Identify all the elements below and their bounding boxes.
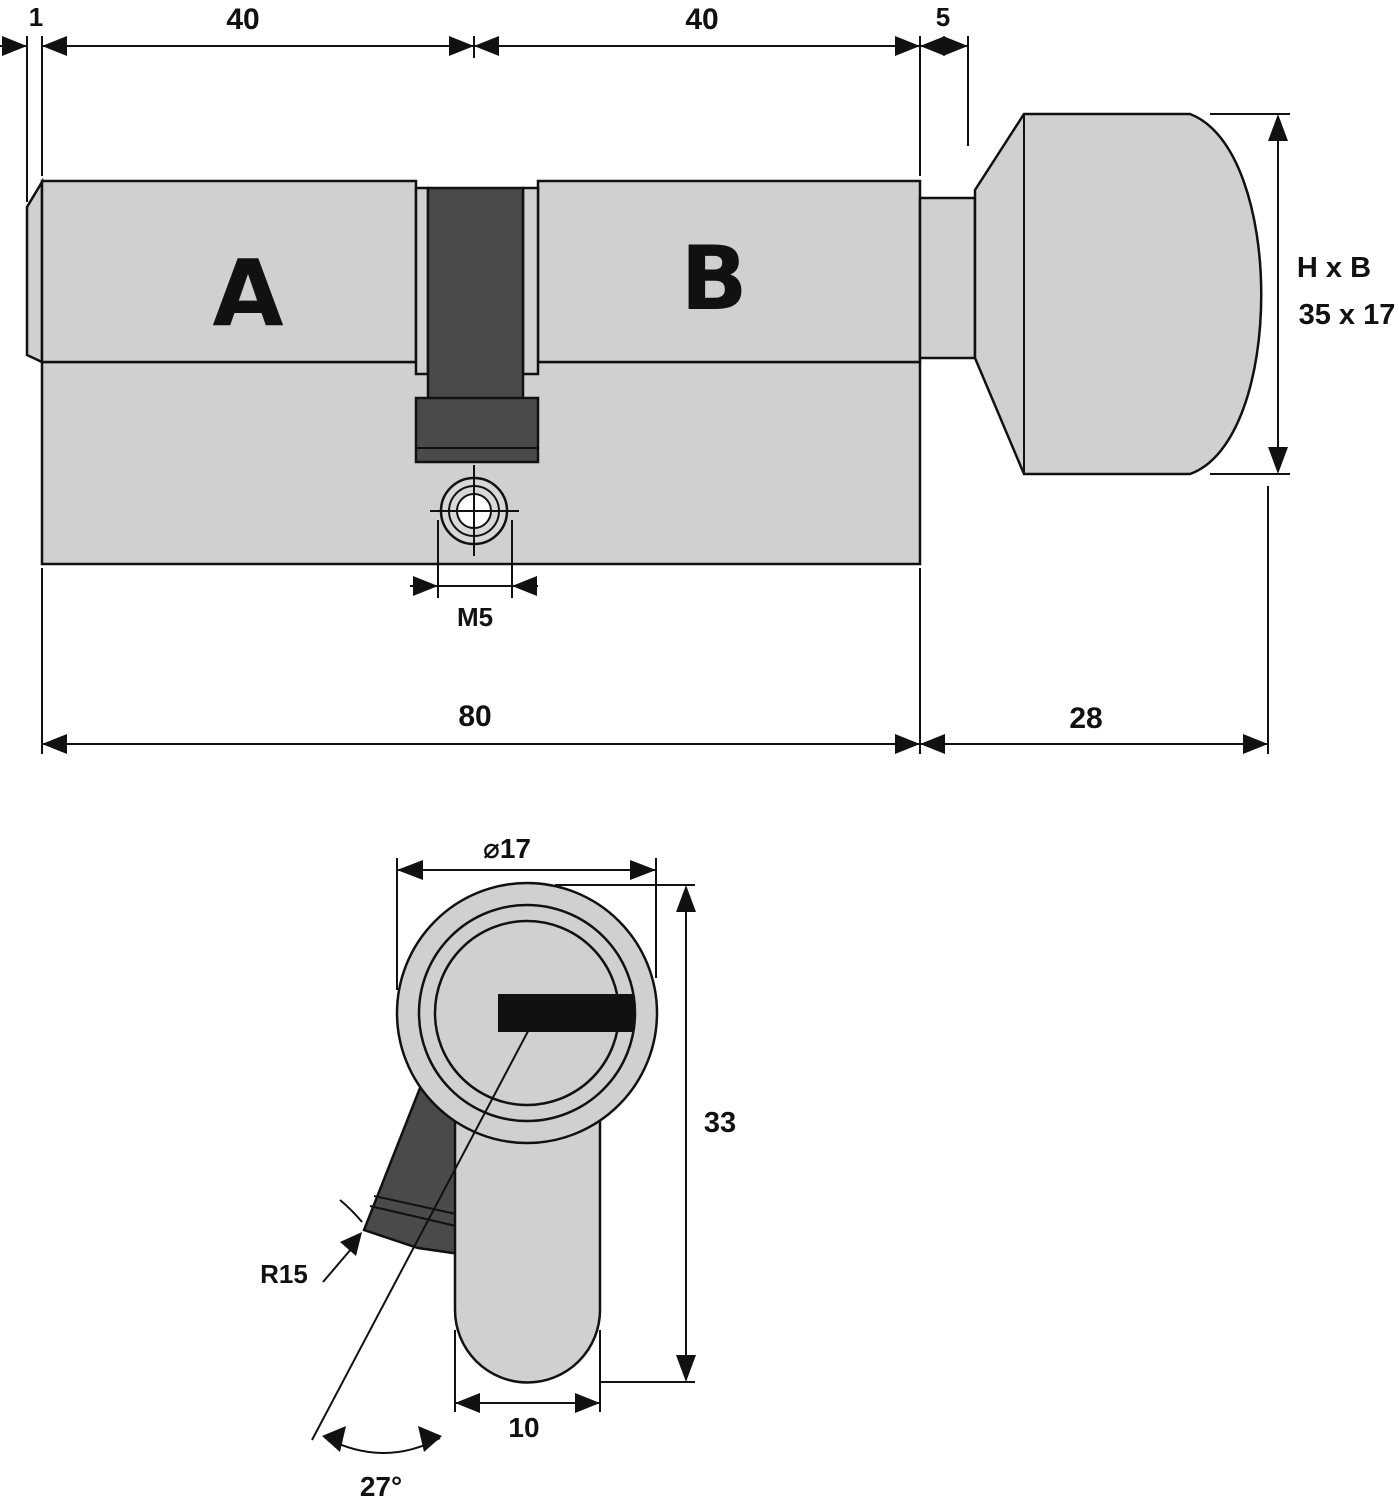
- dim-offset: 1: [29, 2, 43, 32]
- section-a-label: A: [212, 240, 283, 347]
- dim-length-b: 40: [685, 3, 718, 36]
- cylinder-left-tip: [25, 177, 44, 364]
- front-view: ⌀17 33 10 27° R15: [260, 833, 736, 1500]
- dim-gap: 5: [936, 2, 950, 32]
- dim-height: 33: [704, 1107, 736, 1139]
- knob-size-label: H x B: [1297, 252, 1371, 284]
- profile-stem: [453, 1088, 602, 1384]
- keyway-slot: [498, 994, 634, 1032]
- dim-width: 10: [508, 1412, 539, 1443]
- dim-screw: M5: [457, 602, 493, 632]
- dim-knob-length: 28: [1069, 702, 1102, 735]
- dim-angle: 27°: [360, 1471, 402, 1500]
- knob-size-value: 35 x 17: [1299, 299, 1396, 331]
- dim-diameter: ⌀17: [483, 833, 531, 864]
- collar-left: [414, 186, 430, 376]
- screw-hole: [430, 465, 519, 556]
- turn-knob: [973, 112, 1263, 476]
- collar-right: [521, 186, 540, 376]
- side-view: A B 1 40 40 5 H x B 35 x 17: [0, 2, 1395, 754]
- section-b-label: B: [680, 227, 747, 330]
- knob-spindle: [918, 196, 977, 360]
- cylinder-half-a: [40, 179, 418, 364]
- cam: [426, 186, 525, 402]
- dim-total: 80: [458, 700, 491, 733]
- cylinder-half-b: [536, 179, 922, 364]
- dim-radius: R15: [260, 1259, 308, 1289]
- dim-length-a: 40: [226, 3, 259, 36]
- cam-base: [414, 396, 540, 464]
